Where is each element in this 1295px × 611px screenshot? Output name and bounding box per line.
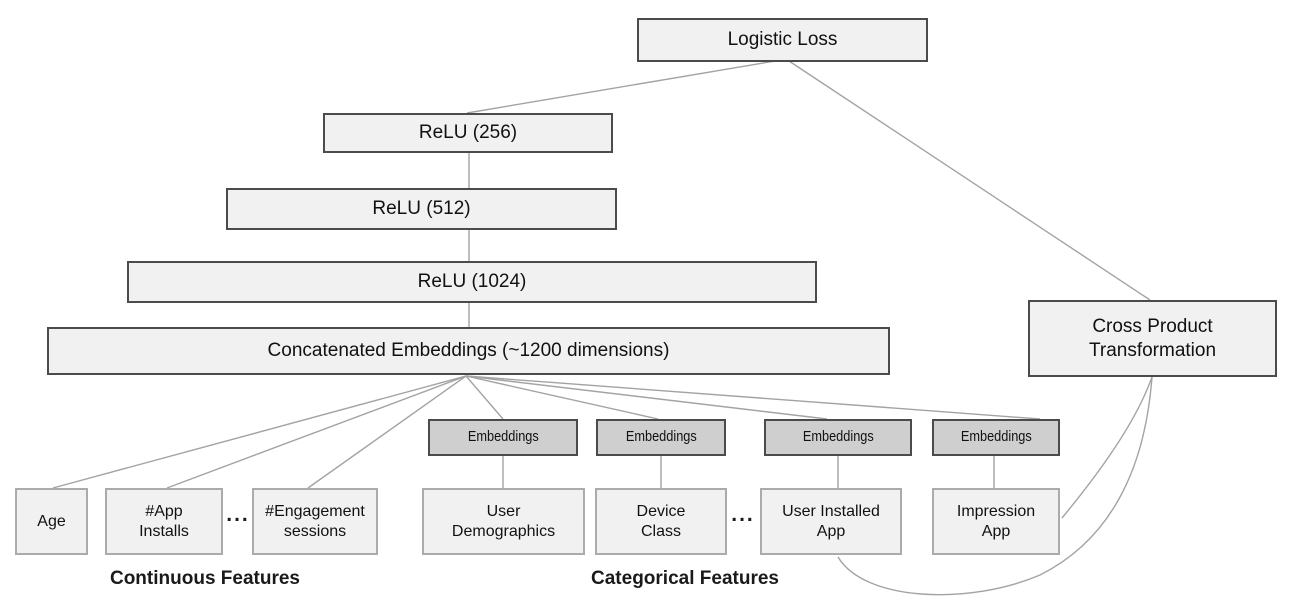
- feature-impression-app: Impression App: [932, 488, 1060, 555]
- feature-app-installs: #App Installs: [105, 488, 223, 555]
- continuous-ellipsis-text: ...: [226, 503, 250, 526]
- node-relu-512: ReLU (512): [226, 188, 617, 230]
- node-logistic-loss: Logistic Loss: [637, 18, 928, 62]
- edge-logistic-to-cross-product: [788, 60, 1151, 301]
- node-relu-256-label: ReLU (256): [418, 122, 518, 144]
- feature-age-label: Age: [37, 512, 66, 530]
- edge-concat-to-app-installs: [166, 375, 467, 489]
- node-embeddings-1: Embeddings: [428, 419, 578, 456]
- continuous-features-label: Continuous Features: [109, 568, 300, 589]
- edge-logistic-to-relu256: [466, 60, 776, 114]
- node-embeddings-2: Embeddings: [596, 419, 726, 456]
- node-concatenated-embeddings-label: Concatenated Embeddings (~1200 dimension…: [267, 340, 670, 362]
- node-embeddings-2-label: Embeddings: [625, 428, 697, 445]
- node-relu-512-label: ReLU (512): [372, 198, 471, 220]
- edge-concat-to-embeddings2: [465, 375, 659, 420]
- node-relu-1024: ReLU (1024): [127, 261, 817, 303]
- edge-concat-to-embeddings3: [465, 375, 828, 420]
- feature-user-installed-app: User Installed App: [760, 488, 902, 555]
- node-cross-product-transformation: Cross Product Transformation: [1028, 300, 1277, 377]
- continuous-ellipsis: ...: [222, 500, 254, 530]
- edge-concat-to-embeddings4: [465, 375, 1041, 420]
- feature-device-class: Device Class: [595, 488, 727, 555]
- node-concatenated-embeddings: Concatenated Embeddings (~1200 dimension…: [47, 327, 890, 375]
- edge-concat-to-age: [52, 375, 467, 489]
- node-embeddings-4: Embeddings: [932, 419, 1060, 456]
- node-embeddings-1-label: Embeddings: [467, 428, 539, 445]
- feature-user-demographics: User Demographics: [422, 488, 585, 555]
- feature-app-installs-label: #App Installs: [139, 502, 189, 540]
- feature-age: Age: [15, 488, 88, 555]
- feature-device-class-label: Device Class: [636, 502, 686, 540]
- categorical-ellipsis-text: ...: [731, 503, 755, 526]
- edge-cross-product-to-impression-app: [1061, 376, 1153, 519]
- edge-concat-to-engagement: [307, 375, 467, 489]
- categorical-features-label: Categorical Features: [591, 568, 779, 589]
- feature-engagement-sessions: #Engagement sessions: [252, 488, 378, 555]
- edge-cross-product-to-user-installed-app: [837, 376, 1153, 596]
- categorical-ellipsis: ...: [727, 500, 759, 530]
- node-relu-256: ReLU (256): [323, 113, 613, 153]
- node-relu-1024-label: ReLU (1024): [417, 271, 527, 293]
- node-embeddings-3: Embeddings: [764, 419, 912, 456]
- node-logistic-loss-label: Logistic Loss: [727, 29, 838, 51]
- edge-concat-to-embeddings1: [465, 375, 504, 420]
- feature-engagement-sessions-label: #Engagement sessions: [265, 502, 365, 540]
- feature-impression-app-label: Impression App: [956, 502, 1036, 540]
- node-cross-product-transformation-label: Cross Product Transformation: [1088, 316, 1217, 361]
- feature-user-demographics-label: User Demographics: [451, 502, 556, 540]
- node-embeddings-3-label: Embeddings: [802, 428, 874, 445]
- node-embeddings-4-label: Embeddings: [960, 428, 1032, 445]
- feature-user-installed-app-label: User Installed App: [782, 502, 880, 540]
